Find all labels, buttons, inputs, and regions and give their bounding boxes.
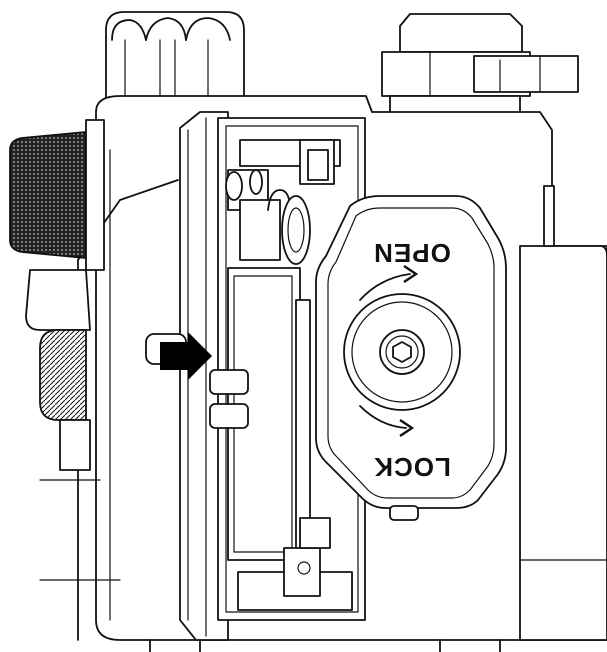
top-grip-knob (105, 11, 245, 101)
lock-dial[interactable]: OPEN LOCK (315, 195, 507, 521)
bottom-feet (149, 639, 501, 652)
inner-compartment (209, 139, 353, 611)
top-right-fitting (381, 13, 579, 115)
dial-open-label: OPEN (373, 238, 451, 268)
black-arrow-right-icon (160, 332, 212, 380)
dial-lock-label: LOCK (373, 452, 451, 482)
right-side-plate (519, 185, 607, 641)
side-knurled-wheel (9, 119, 105, 271)
side-lever (25, 269, 91, 471)
hex-socket-screw-icon (392, 341, 412, 363)
